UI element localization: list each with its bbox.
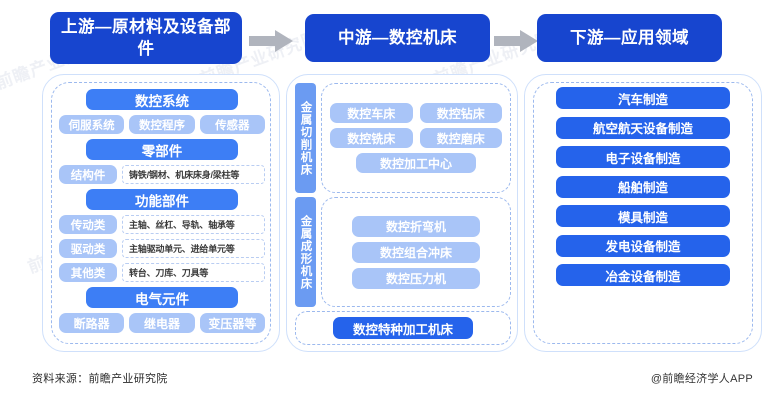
- item-cnc-lathe[interactable]: 数控车床: [330, 103, 413, 123]
- arrow-right-icon: [249, 30, 293, 52]
- section-head-cnc-system[interactable]: 数控系统: [86, 89, 238, 110]
- tag-transformer[interactable]: 变压器等: [199, 313, 265, 333]
- tag-servo-system[interactable]: 伺服系统: [59, 115, 125, 134]
- metal-cutting-items: 数控车床 数控钻床 数控铣床 数控磨床 数控加工中心: [321, 83, 511, 193]
- vertical-label-metal-cutting: 金属切削机床: [295, 83, 316, 193]
- header-upstream[interactable]: 上游—原材料及设备部件: [50, 12, 242, 64]
- header-row: 上游—原材料及设备部件 中游—数控机床 下游—应用领域: [0, 8, 775, 66]
- section-head-parts[interactable]: 零部件: [86, 139, 238, 160]
- item-cnc-grinder[interactable]: 数控磨床: [419, 128, 502, 148]
- detail-structural-parts: 铸铁/钢材、机床床身/梁柱等: [122, 165, 265, 184]
- app-mold[interactable]: 模具制造: [556, 205, 730, 227]
- header-midstream[interactable]: 中游—数控机床: [305, 14, 490, 62]
- midstream-group-metal-forming: 金属成形机床 数控折弯机 数控组合冲床 数控压力机: [295, 197, 511, 307]
- metal-forming-items: 数控折弯机 数控组合冲床 数控压力机: [321, 197, 511, 307]
- label-detail-row: 结构件 铸铁/钢材、机床床身/梁柱等: [59, 165, 265, 184]
- label-detail-row: 驱动类 主轴驱动单元、进给单元等: [59, 239, 265, 258]
- upstream-content: 数控系统 伺服系统 数控程序 传感器 零部件 结构件 铸铁/钢材、机床床身/梁柱…: [59, 89, 265, 338]
- tag-sensor[interactable]: 传感器: [199, 115, 265, 134]
- arrow-right-icon: [494, 30, 538, 52]
- upstream-dashed-border: [51, 82, 271, 344]
- upstream-panel: 数控系统 伺服系统 数控程序 传感器 零部件 结构件 铸铁/钢材、机床床身/梁柱…: [42, 74, 280, 352]
- item-row: 数控铣床 数控磨床: [330, 128, 502, 148]
- label-transmission[interactable]: 传动类: [59, 215, 117, 234]
- tag-row: 断路器 继电器 变压器等: [59, 313, 265, 333]
- tag-row: 伺服系统 数控程序 传感器: [59, 115, 265, 134]
- downstream-dashed-border: [533, 82, 753, 344]
- item-cnc-mill[interactable]: 数控铣床: [330, 128, 413, 148]
- section-head-electrical[interactable]: 电气元件: [86, 287, 238, 308]
- midstream-panel: 金属切削机床 数控车床 数控钻床 数控铣床 数控磨床 数控加工中心 金属成形机床…: [286, 74, 518, 352]
- app-metallurgy[interactable]: 冶金设备制造: [556, 264, 730, 286]
- label-drive[interactable]: 驱动类: [59, 239, 117, 258]
- label-detail-row: 其他类 转台、刀库、刀具等: [59, 263, 265, 282]
- brand-note: @前瞻经济学人APP: [650, 373, 753, 385]
- detail-transmission: 主轴、丝杠、导轨、轴承等: [122, 215, 265, 234]
- item-row: 数控加工中心: [330, 153, 502, 173]
- detail-other: 转台、刀库、刀具等: [122, 263, 265, 282]
- section-head-functional-parts[interactable]: 功能部件: [86, 189, 238, 210]
- label-structural-parts[interactable]: 结构件: [59, 165, 117, 184]
- item-cnc-combi-punch[interactable]: 数控组合冲床: [352, 241, 480, 263]
- vertical-label-metal-forming: 金属成形机床: [295, 197, 316, 307]
- midstream-special-wrap: 数控特种加工机床: [295, 311, 511, 345]
- header-downstream[interactable]: 下游—应用领域: [537, 14, 722, 62]
- downstream-panel: 汽车制造 航空航天设备制造 电子设备制造 船舶制造 模具制造 发电设备制造 冶金…: [524, 74, 762, 352]
- item-cnc-bender[interactable]: 数控折弯机: [352, 215, 480, 237]
- app-automotive[interactable]: 汽车制造: [556, 87, 730, 109]
- tag-relay[interactable]: 继电器: [129, 313, 195, 333]
- tag-cnc-program[interactable]: 数控程序: [129, 115, 195, 134]
- app-aerospace[interactable]: 航空航天设备制造: [556, 116, 730, 139]
- item-machining-center[interactable]: 数控加工中心: [356, 153, 476, 173]
- item-cnc-press[interactable]: 数控压力机: [352, 267, 480, 289]
- app-electronics[interactable]: 电子设备制造: [556, 146, 730, 168]
- item-cnc-special-machining[interactable]: 数控特种加工机床: [333, 317, 473, 339]
- detail-drive: 主轴驱动单元、进给单元等: [122, 239, 265, 258]
- item-cnc-drill[interactable]: 数控钻床: [419, 103, 502, 123]
- app-shipbuilding[interactable]: 船舶制造: [556, 175, 730, 198]
- app-power-equipment[interactable]: 发电设备制造: [556, 234, 730, 257]
- source-note: 资料来源：前瞻产业研究院: [32, 373, 168, 385]
- midstream-group-metal-cutting: 金属切削机床 数控车床 数控钻床 数控铣床 数控磨床 数控加工中心: [295, 83, 511, 193]
- label-other[interactable]: 其他类: [59, 263, 117, 282]
- item-row: 数控车床 数控钻床: [330, 103, 502, 123]
- tag-circuit-breaker[interactable]: 断路器: [59, 313, 125, 333]
- downstream-content: 汽车制造 航空航天设备制造 电子设备制造 船舶制造 模具制造 发电设备制造 冶金…: [545, 87, 741, 286]
- label-detail-row: 传动类 主轴、丝杠、导轨、轴承等: [59, 215, 265, 234]
